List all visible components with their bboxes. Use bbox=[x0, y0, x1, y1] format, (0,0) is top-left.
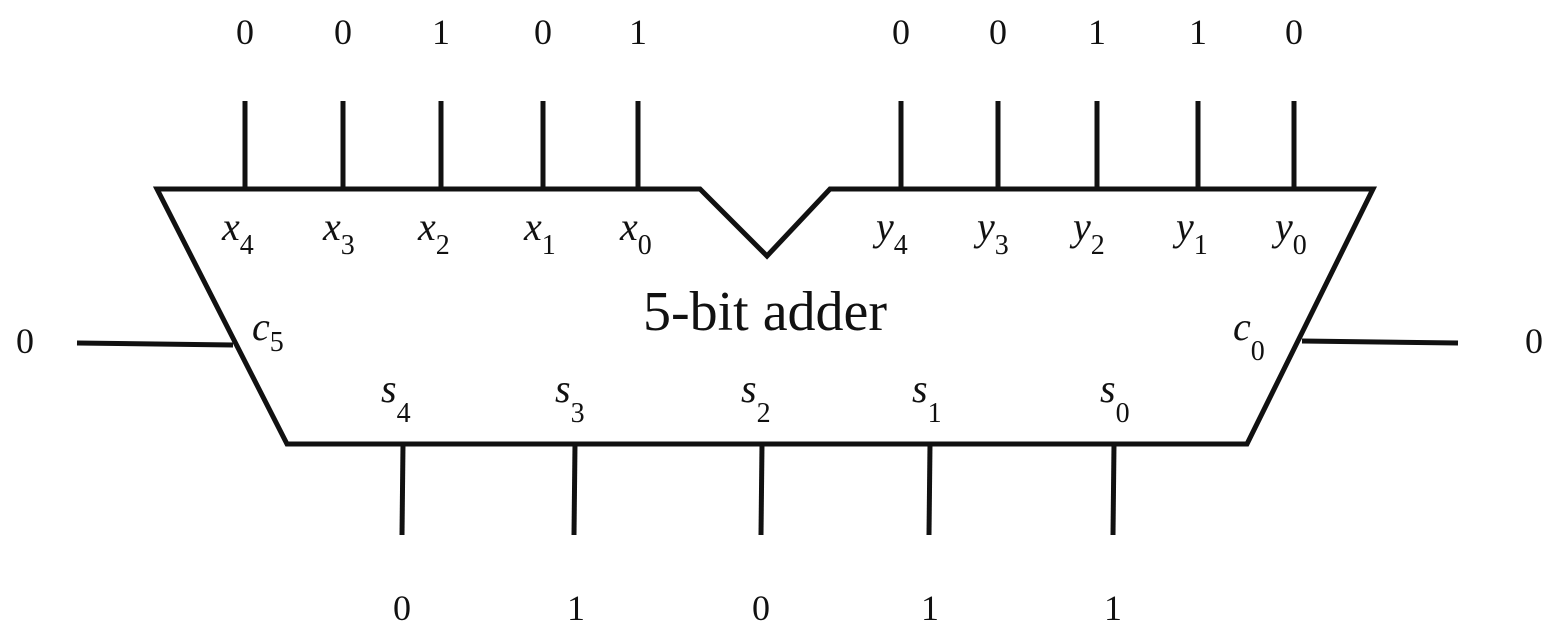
s3-output-wire bbox=[571, 443, 578, 536]
x1-input-value: 0 bbox=[534, 12, 552, 52]
x0-input-value: 1 bbox=[629, 12, 647, 52]
s2-pin-label: s2 bbox=[741, 366, 771, 429]
y4-input-value: 0 bbox=[892, 12, 910, 52]
carry-in-group: 0 c0 bbox=[1233, 304, 1543, 367]
x1-pin-label: x1 bbox=[523, 204, 556, 261]
x3-pin-label: x3 bbox=[322, 204, 355, 261]
s2-output-value: 0 bbox=[752, 588, 770, 626]
x4-pin-label: x4 bbox=[221, 204, 254, 261]
x0-pin-label: x0 bbox=[619, 204, 652, 261]
x2-pin-label: x2 bbox=[417, 204, 450, 261]
y3-pin-label: y3 bbox=[973, 204, 1009, 261]
carry-out-pin-label: c5 bbox=[252, 304, 284, 358]
carry-in-pin-label: c0 bbox=[1233, 304, 1265, 367]
x2-input-value: 1 bbox=[432, 12, 450, 52]
y0-input-value: 0 bbox=[1285, 12, 1303, 52]
y3-input-value: 0 bbox=[989, 12, 1007, 52]
s1-output-wire bbox=[926, 443, 933, 536]
s0-output-value: 1 bbox=[1104, 588, 1122, 626]
s2-output-wire bbox=[758, 443, 765, 536]
x4-input-value: 0 bbox=[236, 12, 254, 52]
carry-out-value: 0 bbox=[16, 321, 34, 361]
adder-title: 5-bit adder bbox=[643, 281, 887, 343]
x3-input-value: 0 bbox=[334, 12, 352, 52]
s0-pin-label: s0 bbox=[1100, 366, 1130, 429]
s1-output-value: 1 bbox=[921, 588, 939, 626]
y0-pin-label: y0 bbox=[1271, 204, 1307, 261]
x-input-group: 0 0 1 0 1 x4 x3 x2 x1 x0 bbox=[221, 12, 652, 261]
y-input-group: 0 0 1 1 0 y4 y3 y2 y1 y0 bbox=[872, 12, 1307, 261]
y2-pin-label: y2 bbox=[1069, 204, 1105, 261]
s4-pin-label: s4 bbox=[381, 366, 411, 429]
carry-in-wire bbox=[1301, 338, 1459, 346]
carry-out-wire bbox=[76, 340, 234, 348]
y4-pin-label: y4 bbox=[872, 204, 908, 261]
carry-in-value: 0 bbox=[1525, 321, 1543, 361]
s3-pin-label: s3 bbox=[555, 366, 585, 429]
s4-output-wire bbox=[399, 443, 406, 536]
y1-pin-label: y1 bbox=[1172, 204, 1208, 261]
adder-body bbox=[152, 186, 1378, 447]
sum-output-group: 0 1 0 1 1 s4 s3 s2 s1 s0 bbox=[381, 366, 1130, 626]
s1-pin-label: s1 bbox=[912, 366, 942, 429]
y2-input-value: 1 bbox=[1088, 12, 1106, 52]
s0-output-wire bbox=[1110, 443, 1117, 536]
s4-output-value: 0 bbox=[393, 588, 411, 626]
y1-input-value: 1 bbox=[1189, 12, 1207, 52]
carry-out-group: 0 c5 bbox=[16, 304, 284, 361]
s3-output-value: 1 bbox=[567, 588, 585, 626]
